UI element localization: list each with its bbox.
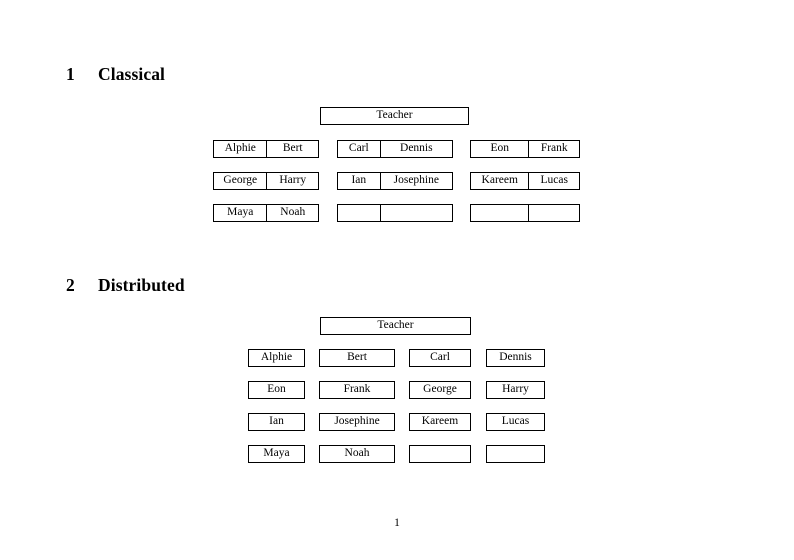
distributed-cell: Eon: [248, 381, 305, 399]
table-cell: Noah: [266, 205, 318, 221]
classical-group-3-row-2: Kareem Lucas: [470, 172, 580, 190]
distributed-cell: [486, 445, 545, 463]
table-cell: [338, 205, 380, 221]
table-cell: [471, 205, 528, 221]
page-number: 1: [394, 517, 400, 529]
table-cell: Carl: [348, 142, 369, 155]
section-number: 1: [66, 64, 75, 84]
section-heading-classical: 1 Classical: [66, 64, 166, 84]
table-cell: Maya: [227, 206, 254, 219]
table-cell: Alphie: [224, 142, 256, 155]
teacher-box-classical: Teacher: [320, 107, 469, 125]
classical-group-3-row-3: [470, 204, 580, 222]
table-cell: Kareem: [481, 174, 518, 187]
table-cell: Eon: [490, 142, 509, 155]
classical-group-1-row-1: Alphie Bert: [213, 140, 319, 158]
table-cell: [379, 205, 452, 221]
classical-group-1-row-2: George Harry: [213, 172, 319, 190]
distributed-cell: [409, 445, 471, 463]
section-title: Classical: [98, 64, 166, 84]
distributed-cell: Lucas: [486, 413, 545, 431]
classical-group-1-row-3: Maya Noah: [213, 204, 319, 222]
table-cell: Bert: [266, 141, 318, 157]
distributed-cell: George: [409, 381, 471, 399]
classical-group-2-row-3: [337, 204, 453, 222]
distributed-cell: Carl: [409, 349, 471, 367]
classical-group-2-row-2: Ian Josephine: [337, 172, 453, 190]
distributed-cell: Bert: [319, 349, 395, 367]
distributed-cell: Josephine: [319, 413, 395, 431]
distributed-cell: Harry: [486, 381, 545, 399]
table-cell: [528, 205, 579, 221]
table-cell: Ian: [351, 174, 367, 187]
section-heading-distributed: 2 Distributed: [66, 275, 185, 295]
table-cell: Frank: [528, 141, 579, 157]
distributed-cell: Frank: [319, 381, 395, 399]
table-cell: George: [223, 174, 258, 187]
classical-group-3-row-1: Eon Frank: [470, 140, 580, 158]
distributed-cell: Alphie: [248, 349, 305, 367]
distributed-cell: Dennis: [486, 349, 545, 367]
table-cell: Dennis: [379, 141, 452, 157]
section-title: Distributed: [98, 275, 185, 295]
classical-group-2-row-1: Carl Dennis: [337, 140, 453, 158]
teacher-box-distributed: Teacher: [320, 317, 471, 335]
distributed-cell: Ian: [248, 413, 305, 431]
distributed-cell: Maya: [248, 445, 305, 463]
table-cell: Harry: [266, 173, 318, 189]
distributed-cell: Noah: [319, 445, 395, 463]
table-cell: Lucas: [528, 173, 579, 189]
section-number: 2: [66, 275, 75, 295]
distributed-cell: Kareem: [409, 413, 471, 431]
table-cell: Josephine: [379, 173, 452, 189]
